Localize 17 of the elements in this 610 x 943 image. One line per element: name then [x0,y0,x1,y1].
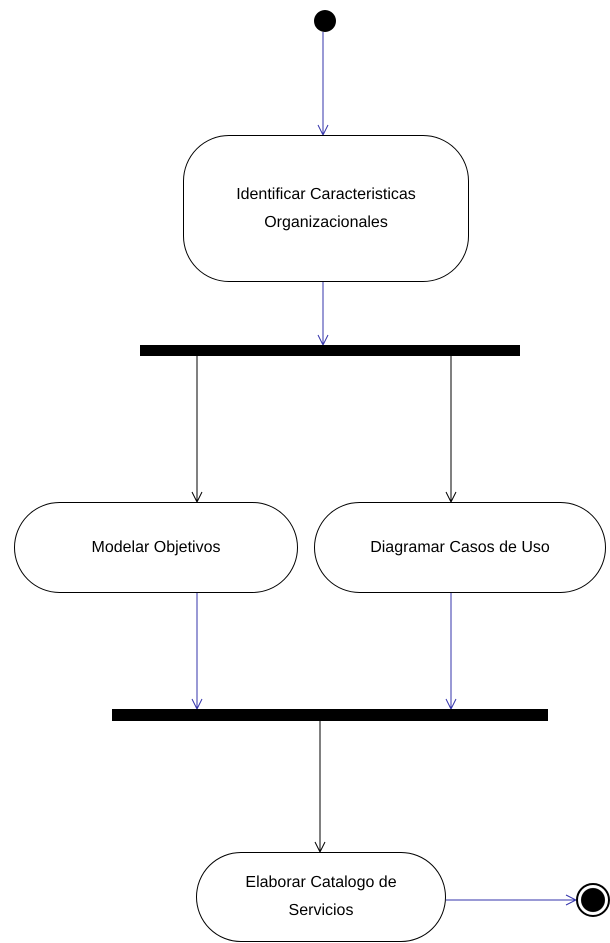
arrow [446,894,576,906]
synchronization-bar [140,345,520,356]
activity-box [183,135,469,282]
activity-label: Diagramar Casos de Uso [369,538,551,558]
synchronization-bar [112,709,548,721]
initial-node [314,10,336,32]
activity-label: Identificar Caracteristicas Organizacionales [235,184,417,232]
arrow [318,282,328,346]
arrow [192,356,202,502]
arrow [192,592,202,710]
arrow [446,592,456,710]
activity-label: Elaborar Catalogo de Servicios [244,873,398,921]
final-node [576,883,610,917]
arrow [318,32,328,136]
activity-label: Modelar Objetivos [90,538,222,558]
arrow [446,356,456,502]
arrow [314,720,326,852]
